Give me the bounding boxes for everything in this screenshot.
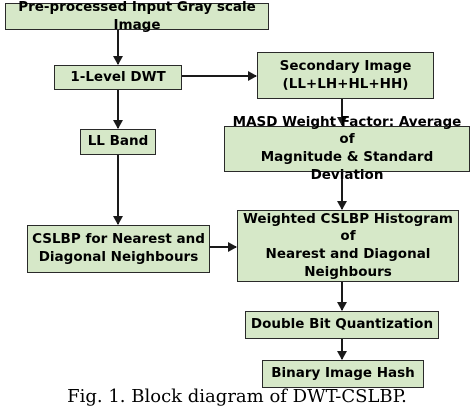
node-double-bit-quantization: Double Bit Quantization: [245, 311, 439, 339]
node-dwt: 1-Level DWT: [54, 65, 182, 90]
node-ll-band-label: LL Band: [87, 133, 149, 150]
node-weighted-histogram-label: Weighted CSLBP Histogram of Nearest and …: [243, 210, 453, 280]
node-secondary-image: Secondary Image (LL+LH+HL+HH): [257, 52, 434, 99]
node-dwt-label: 1-Level DWT: [70, 68, 166, 85]
node-cslbp-label: CSLBP for Nearest and Diagonal Neighbour…: [32, 231, 205, 265]
node-input-image-label: Pre-processed Input Gray scale Image: [18, 0, 256, 33]
figure-caption: Fig. 1. Block diagram of DWT-CSLBP.: [67, 386, 407, 407]
node-masd-weight: MASD Weight Factor: Average of Magnitude…: [224, 114, 470, 183]
node-ll-band: LL Band: [80, 129, 156, 155]
node-masd-weight-label: MASD Weight Factor: Average of Magnitude…: [232, 113, 462, 183]
node-binary-image-hash: Binary Image Hash: [262, 360, 424, 388]
node-cslbp: CSLBP for Nearest and Diagonal Neighbour…: [27, 225, 210, 273]
node-double-bit-quantization-label: Double Bit Quantization: [250, 316, 434, 333]
node-binary-image-hash-label: Binary Image Hash: [271, 365, 415, 382]
node-input-image: Pre-processed Input Gray scale Image: [5, 0, 269, 33]
node-secondary-image-label: Secondary Image (LL+LH+HL+HH): [279, 57, 412, 92]
node-weighted-histogram: Weighted CSLBP Histogram of Nearest and …: [237, 210, 459, 282]
